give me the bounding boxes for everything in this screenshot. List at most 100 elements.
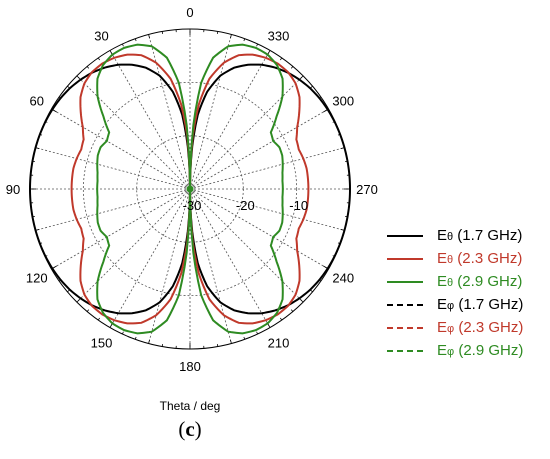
angle-tick-mark xyxy=(256,43,258,47)
legend-item: Eφ (2.3 GHz) xyxy=(387,316,523,339)
angle-tick-mark xyxy=(148,339,151,344)
legend-label-main: E xyxy=(437,227,448,244)
legend-label-main: E xyxy=(437,250,448,267)
angle-tick-mark xyxy=(148,34,151,39)
grid-spoke xyxy=(109,50,191,190)
legend-label: Eφ (1.7 GHz) xyxy=(437,296,523,313)
angle-tick-mark xyxy=(86,309,90,312)
legend-label: Eθ (1.7 GHz) xyxy=(437,227,522,244)
legend-label-sub: θ xyxy=(447,254,454,266)
angle-tick-label: 150 xyxy=(91,335,113,350)
grid-spoke xyxy=(76,75,191,190)
grid-spoke xyxy=(35,188,191,231)
angle-tick-mark xyxy=(256,331,258,335)
angle-tick-mark xyxy=(310,85,313,89)
legend-swatch xyxy=(387,257,423,260)
angle-tick-mark xyxy=(122,43,124,47)
angle-tick-label: 60 xyxy=(29,94,43,109)
legend-label: Eφ (2.3 GHz) xyxy=(437,319,523,336)
angle-tick-label: 270 xyxy=(356,182,378,197)
angle-tick-mark xyxy=(122,331,124,335)
grid-circle xyxy=(82,81,298,297)
angle-tick-mark xyxy=(76,299,80,303)
angle-tick-mark xyxy=(290,309,294,312)
grid-spoke xyxy=(189,188,304,303)
angle-tick-mark xyxy=(67,289,70,293)
angle-tick-label: 180 xyxy=(179,359,201,374)
angle-tick-label: 300 xyxy=(332,94,354,109)
angle-tick-mark xyxy=(300,75,304,79)
legend-label-rest: (2.3 GHz) xyxy=(453,250,523,267)
angle-tick-label: 240 xyxy=(332,271,354,286)
legend-swatch xyxy=(387,280,423,283)
angle-tick-label: 330 xyxy=(268,29,290,44)
legend-label-rest: (2.9 GHz) xyxy=(453,273,523,290)
panel-label: (c) xyxy=(0,417,380,442)
legend-label-sub: φ xyxy=(447,346,455,358)
panel-label-letter: c xyxy=(185,417,195,441)
legend-swatch xyxy=(387,234,423,237)
legend-label-main: E xyxy=(437,273,448,290)
angle-tick-mark xyxy=(310,289,313,293)
angle-tick-mark xyxy=(229,339,232,344)
legend-swatch xyxy=(387,349,423,352)
grid-spoke xyxy=(148,34,191,190)
grid-spoke xyxy=(51,108,191,190)
grid-spoke xyxy=(189,75,304,190)
grid-spoke xyxy=(109,188,191,328)
angle-tick-label: 120 xyxy=(26,271,48,286)
angle-tick-mark xyxy=(97,57,100,61)
angle-tick-mark xyxy=(290,66,294,69)
legend-label-main: E xyxy=(437,342,448,359)
legend-swatch xyxy=(387,326,423,329)
angle-tick-label: 30 xyxy=(94,29,108,44)
center-marker xyxy=(186,185,194,193)
legend-item: Eφ (1.7 GHz) xyxy=(387,293,523,316)
panel-label-close: ) xyxy=(194,417,202,441)
pattern-curves xyxy=(28,43,352,335)
panel-label-open: ( xyxy=(178,417,186,441)
radial-tick-label: -10 xyxy=(289,198,308,213)
legend-label-sub: φ xyxy=(447,300,455,312)
grid-spoke xyxy=(189,188,271,328)
grid-spoke xyxy=(189,188,345,231)
grid-spoke xyxy=(189,108,329,190)
grid-spoke xyxy=(76,188,191,303)
angle-tick-mark xyxy=(134,336,137,340)
angle-tick-label: 90 xyxy=(6,182,20,197)
legend-label-sub: θ xyxy=(447,277,454,289)
angle-tick-mark xyxy=(76,75,80,79)
grid-spoke xyxy=(35,147,191,190)
grid-spoke xyxy=(51,188,191,270)
legend-label: Eθ (2.3 GHz) xyxy=(437,250,522,267)
angle-tick-mark xyxy=(86,66,90,69)
radial-tick-label: -30 xyxy=(183,198,202,213)
x-axis-label: Theta / deg xyxy=(160,399,221,413)
grid-spoke xyxy=(189,188,232,344)
legend-item: Eθ (2.3 GHz) xyxy=(387,247,523,270)
angle-tick-label: 0 xyxy=(186,5,193,20)
grid-spoke xyxy=(148,188,191,344)
legend-label-rest: (1.7 GHz) xyxy=(454,296,524,313)
legend-label-rest: (2.9 GHz) xyxy=(454,342,524,359)
angle-tick-mark xyxy=(243,336,246,340)
polar-grid xyxy=(29,28,351,350)
legend-label-main: E xyxy=(437,319,448,336)
legend-label-sub: θ xyxy=(447,231,454,243)
legend-label: Eθ (2.9 GHz) xyxy=(437,273,522,290)
angle-tick-mark xyxy=(280,57,283,61)
angle-tick-label: 210 xyxy=(268,335,290,350)
legend: Eθ (1.7 GHz)Eθ (2.3 GHz)Eθ (2.9 GHz)Eφ (… xyxy=(387,224,523,362)
legend-label: Eφ (2.9 GHz) xyxy=(437,342,523,359)
angle-tick-mark xyxy=(134,38,137,42)
grid-spoke xyxy=(189,34,232,190)
legend-label-main: E xyxy=(437,296,448,313)
angle-tick-mark xyxy=(243,38,246,42)
grid-spoke xyxy=(189,50,271,190)
legend-label-rest: (2.3 GHz) xyxy=(454,319,524,336)
grid-spoke xyxy=(189,188,329,270)
angle-tick-mark xyxy=(280,317,283,321)
legend-swatch xyxy=(387,303,423,306)
legend-label-rest: (1.7 GHz) xyxy=(453,227,523,244)
